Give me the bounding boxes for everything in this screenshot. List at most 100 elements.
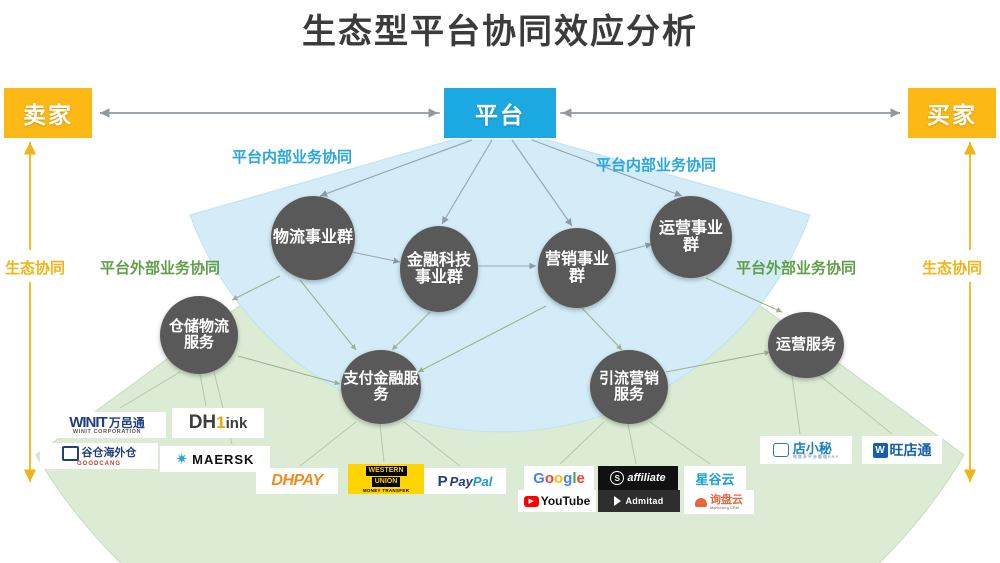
logo-xunpanyun-main: 询盘云 [710, 493, 743, 506]
label-external-collaboration-left: 平台外部业务协同 [100, 260, 221, 277]
youtube-play-icon: ▶ [523, 495, 539, 507]
link-traffic-opsvc [665, 350, 771, 373]
node-payment-finance-service[interactable]: 支付金融服务 [341, 350, 421, 424]
logo-goodcang-sub: GOODCANG [77, 460, 121, 467]
logo-dianxiaomi-sub: 电商多平台管理ERP [792, 453, 840, 459]
logo-dhpay-main: DHPAY [271, 472, 323, 489]
logo-winit: WINIT 万邑通 WINIT CORPORATION [48, 412, 166, 438]
logo-paypal-p1: Pay [449, 473, 473, 489]
logo-western-union: WESTERN UNION MONEY TRANSFER [348, 464, 424, 494]
logo-affiliate-main: affiliate [627, 472, 666, 484]
seller-box[interactable]: 卖家 [4, 88, 92, 138]
logo-dianxiaomi: 店小秘 电商多平台管理ERP [760, 436, 852, 464]
paypal-p-icon: P [437, 472, 448, 490]
leg-warehouse-dhlink [199, 373, 207, 407]
logo-dhpay: DHPAY [256, 468, 338, 494]
google-letter-1: G [533, 469, 545, 487]
spoke-platform-operation [531, 139, 683, 197]
seller-label: 卖家 [23, 102, 73, 128]
buyer-label: 买家 [927, 102, 977, 128]
leg-opsvc-wangdiantong [819, 375, 893, 435]
node-operation-service[interactable]: 运营服务 [768, 312, 844, 378]
leg-traffic-google [559, 421, 605, 465]
node-traffic-marketing-service[interactable]: 引流营销服务 [590, 350, 668, 424]
logo-xunpanyun-sub: Marketing CRM [710, 504, 740, 510]
platform-label: 平台 [475, 102, 525, 128]
wangdiantong-mark-icon: W [872, 442, 888, 458]
maersk-star-icon: ✷ [175, 451, 189, 468]
node-label: 仓储物流服务 [168, 317, 229, 351]
logo-wangdiantong: W 旺店通 [862, 436, 942, 464]
dianxiaomi-robot-icon [772, 443, 789, 457]
link-logistics-payment [299, 279, 357, 351]
leg-opsvc-dianxiaomi [791, 375, 801, 435]
page-title: 生态型平台协同效应分析 [302, 13, 698, 51]
leg-traffic-xingguyun [649, 421, 711, 465]
label-ecosystem-collaboration-right: 生态协同 [922, 260, 983, 277]
node-label: 运营事业群 [658, 219, 723, 254]
logo-wu-l2: UNION [374, 477, 398, 485]
logo-dhlink-p2: 1 [216, 413, 226, 432]
label-external-collaboration-right: 平台外部业务协同 [736, 260, 857, 277]
node-label: 营销事业群 [544, 250, 609, 285]
label-internal-collaboration-right: 平台内部业务协同 [596, 157, 717, 174]
logo-xingguyun: 星谷云 [684, 466, 746, 490]
logo-goodcang: 谷仓海外仓 GOODCANG [40, 443, 158, 469]
node-label: 支付金融服务 [343, 369, 419, 403]
link-logistics-warehouse [231, 275, 281, 301]
label-ecosystem-collaboration-left: 生态协同 [5, 260, 66, 277]
spoke-platform-marketing [511, 139, 573, 227]
logo-xingguyun-main: 星谷云 [695, 471, 735, 487]
logo-wangdiantong-main: 旺店通 [889, 442, 932, 458]
logo-admitad-main: Admitad [625, 496, 664, 506]
logo-winit-main: WINIT [69, 413, 107, 431]
buyer-box[interactable]: 买家 [908, 88, 996, 138]
node-operations-business-group[interactable]: 运营事业群 [650, 196, 732, 278]
logo-youtube-main: YouTube [540, 494, 591, 508]
leg-warehouse-winit [119, 371, 181, 409]
link-logistics-fintech [351, 251, 401, 264]
logo-winit-sub: WINIT CORPORATION [72, 428, 142, 435]
link-marketing-payment [417, 305, 547, 373]
logo-dhlink-p1: DH [188, 412, 217, 433]
link-warehouse-payment [237, 355, 341, 386]
google-letter-2: o [544, 469, 554, 487]
node-label: 物流事业群 [273, 229, 354, 247]
leg-payment-paypal [403, 421, 461, 467]
logo-dhlink-p3: ink [225, 414, 248, 432]
leg-payment-wu [379, 423, 385, 463]
logo-dianxiaomi-main: 店小秘 [792, 440, 832, 456]
logo-wu-sub: MONEY TRANSFER [362, 487, 410, 493]
node-marketing-business-group[interactable]: 营销事业群 [538, 228, 616, 308]
logo-maersk: ✷ MAERSK [160, 446, 270, 472]
label-internal-collaboration-left: 平台内部业务协同 [232, 149, 353, 166]
leg-payment-dhpay [299, 421, 357, 467]
google-letter-5: l [572, 469, 577, 487]
spoke-platform-fintech [441, 139, 493, 225]
node-label: 金融科技事业群 [406, 251, 471, 286]
node-label: 运营服务 [775, 335, 836, 353]
goodcang-mark-icon [61, 445, 79, 461]
link-operation-opsvc [705, 277, 783, 313]
platform-box[interactable]: 平台 [444, 88, 556, 138]
spoke-platform-logistics [319, 139, 473, 197]
node-fintech-business-group[interactable]: 金融科技事业群 [400, 226, 478, 312]
google-letter-4: g [563, 469, 573, 487]
link-marketing-traffic [581, 307, 623, 351]
google-letter-3: o [553, 469, 564, 487]
logo-wu-l1: WESTERN [368, 466, 404, 474]
google-letter-6: e [576, 469, 585, 487]
affiliate-circle-icon: S [610, 471, 625, 485]
logo-admitad: Admitad [598, 490, 680, 512]
link-marketing-operation [613, 242, 653, 255]
logo-affiliate: S affiliate [598, 466, 678, 490]
node-warehouse-logistics-service[interactable]: 仓储物流服务 [160, 296, 238, 374]
logo-xunpanyun: 询盘云 Marketing CRM [684, 490, 754, 514]
node-label: 引流营销服务 [598, 369, 659, 403]
xunpanyun-cloud-icon [695, 497, 707, 507]
node-logistics-business-group[interactable]: 物流事业群 [271, 196, 355, 280]
